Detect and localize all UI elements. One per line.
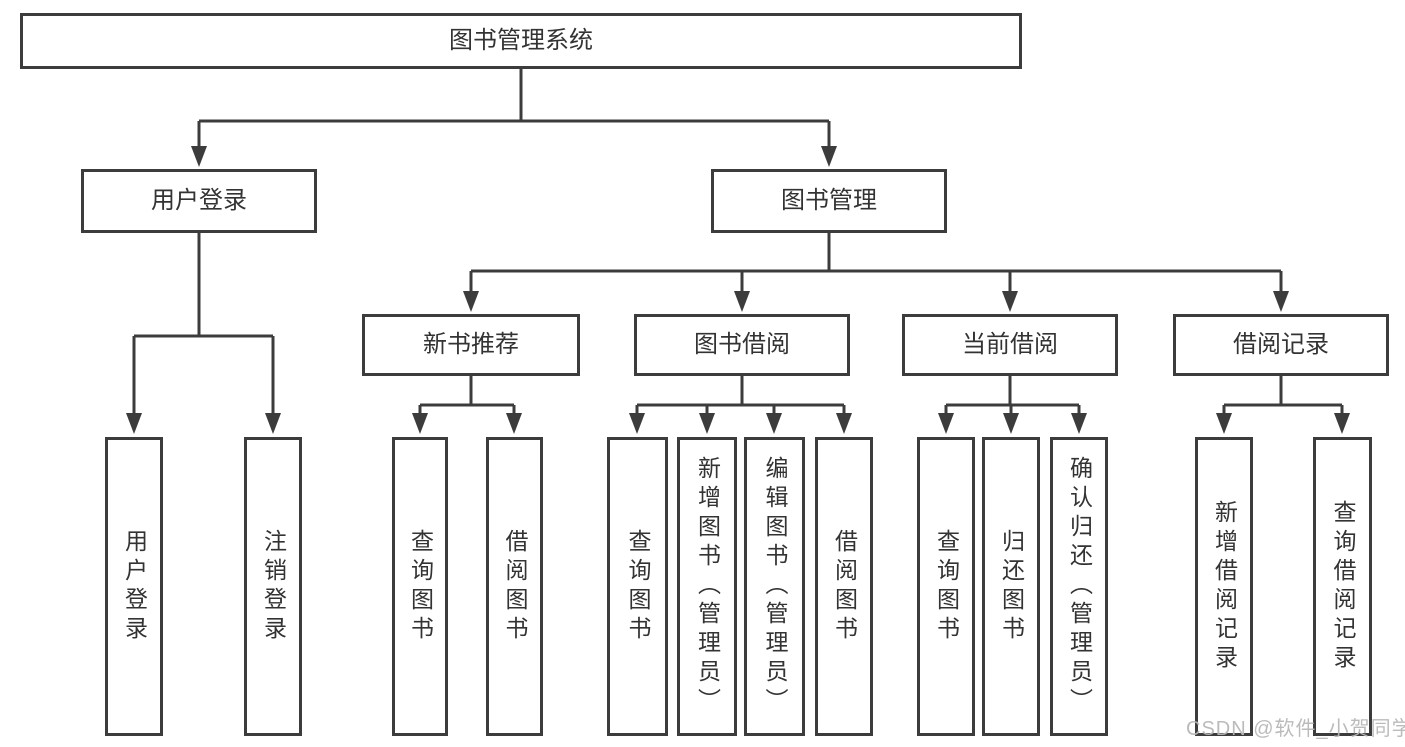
leaf-br-add-record: 新增借阅记录 xyxy=(1195,437,1253,736)
user-login-branch-box: 用户登录 xyxy=(81,169,317,233)
current-borrow-box: 当前借阅 xyxy=(902,314,1118,376)
watermark: CSDN @软件_小贺同学 xyxy=(1186,718,1405,740)
leaf-cb-return-books: 归还图书 xyxy=(982,437,1040,736)
leaf-bb-add-books-admin: 新增图书（管理员） xyxy=(677,437,737,736)
leaf-logout: 注销登录 xyxy=(244,437,302,736)
leaf-nbr-query-books: 查询图书 xyxy=(392,437,448,736)
book-management-branch-box: 图书管理 xyxy=(711,169,947,233)
root-box: 图书管理系统 xyxy=(20,13,1022,69)
new-book-recommend-box: 新书推荐 xyxy=(362,314,580,376)
leaf-bb-borrow-books: 借阅图书 xyxy=(815,437,873,736)
leaf-bb-edit-books-admin: 编辑图书（管理员） xyxy=(744,437,805,736)
leaf-nbr-borrow-books: 借阅图书 xyxy=(486,437,543,736)
book-borrow-box: 图书借阅 xyxy=(634,314,850,376)
leaf-user-login: 用户登录 xyxy=(105,437,163,736)
leaf-bb-query-books: 查询图书 xyxy=(607,437,668,736)
leaf-cb-query-books: 查询图书 xyxy=(917,437,975,736)
borrow-record-box: 借阅记录 xyxy=(1173,314,1389,376)
leaf-br-query-record: 查询借阅记录 xyxy=(1313,437,1372,736)
leaf-cb-confirm-return-admin: 确认归还（管理员） xyxy=(1050,437,1108,736)
